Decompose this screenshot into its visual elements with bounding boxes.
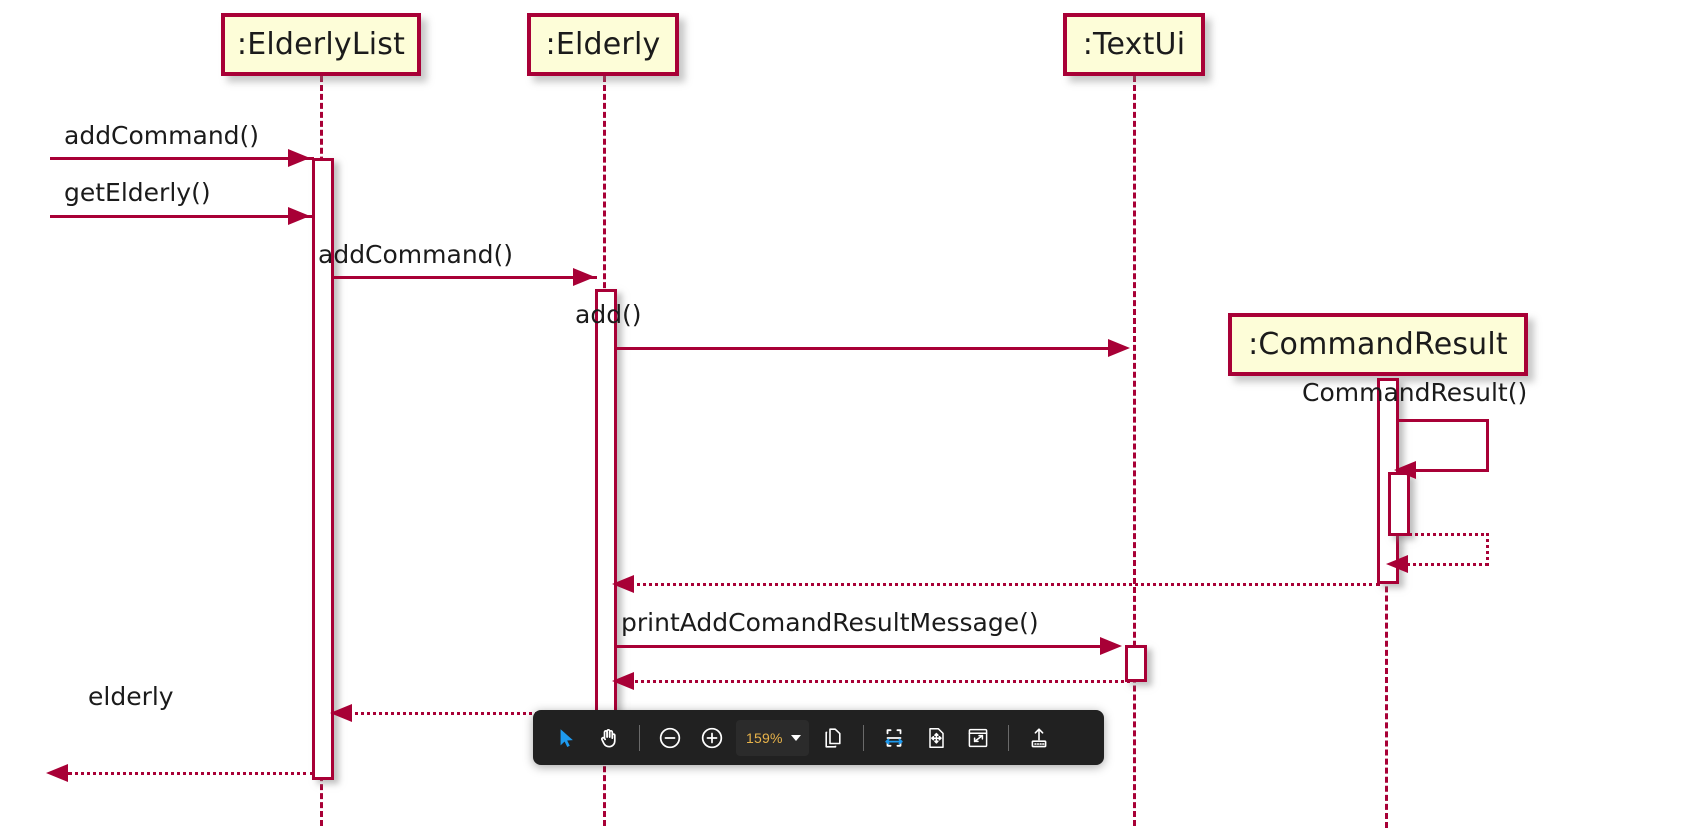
- message-arrowhead-m7: [612, 575, 634, 593]
- toolbar-divider-3: [1007, 724, 1009, 751]
- toolbar-divider-1: [639, 724, 640, 751]
- participant-elderlylist[interactable]: :ElderlyList: [221, 13, 421, 76]
- message-line-m5-bottom: [1404, 469, 1489, 472]
- message-arrowhead-m5: [1394, 461, 1416, 479]
- activation-elderlylist: [312, 158, 334, 780]
- message-label-m8: printAddComandResultMessage(): [621, 608, 1039, 637]
- message-label-m1: addCommand(): [64, 121, 260, 150]
- fullscreen-icon[interactable]: [958, 718, 998, 758]
- participant-textui[interactable]: :TextUi: [1063, 13, 1205, 76]
- message-arrowhead-m9: [612, 672, 634, 690]
- chevron-down-icon: [790, 734, 801, 741]
- lifeline-textui: [1133, 76, 1136, 826]
- message-line-m6-right: [1486, 533, 1489, 566]
- participant-label: :TextUi: [1082, 27, 1186, 62]
- plus-circle-icon[interactable]: [692, 718, 732, 758]
- activation-elderly: [595, 289, 617, 714]
- message-line-m8: [616, 645, 1116, 648]
- message-line-m7: [630, 583, 1380, 586]
- participant-label: :CommandResult: [1248, 327, 1508, 362]
- zoom-level-value: 159%: [746, 729, 783, 746]
- zoom-level-select[interactable]: 159%: [736, 719, 809, 756]
- message-line-m1: [50, 157, 314, 160]
- message-label-m3: addCommand(): [318, 240, 514, 269]
- message-arrowhead-m10: [330, 704, 352, 722]
- export-upload-icon[interactable]: [1019, 718, 1059, 758]
- fit-page-icon[interactable]: [916, 718, 956, 758]
- cursor-icon[interactable]: [547, 718, 587, 758]
- participant-label: :ElderlyList: [236, 27, 406, 62]
- message-arrowhead-m2: [288, 207, 310, 225]
- minus-circle-icon[interactable]: [650, 718, 690, 758]
- copy-pages-icon[interactable]: [813, 718, 853, 758]
- message-line-m6-top: [1404, 533, 1489, 536]
- message-label-m2: getElderly(): [64, 178, 211, 207]
- fit-width-icon[interactable]: [874, 718, 914, 758]
- message-arrowhead-m11: [46, 764, 68, 782]
- message-line-m5-right: [1486, 419, 1489, 472]
- message-label-m5: CommandResult(): [1302, 378, 1528, 407]
- toolbar-divider-2: [862, 724, 864, 751]
- message-arrowhead-m6: [1386, 555, 1408, 573]
- message-label-m11: elderly: [88, 682, 174, 711]
- message-line-m4: [616, 347, 1124, 350]
- message-arrowhead-m8: [1100, 637, 1122, 655]
- message-line-m11: [68, 772, 314, 775]
- message-line-m5-top: [1396, 419, 1488, 422]
- activation-commandresult-nested: [1388, 472, 1410, 536]
- message-arrowhead-m1: [288, 149, 310, 167]
- lifeline-commandresult: [1385, 378, 1388, 828]
- message-line-m9: [630, 680, 1130, 683]
- message-label-m4: add(): [575, 300, 642, 329]
- participant-elderly[interactable]: :Elderly: [527, 13, 679, 76]
- message-line-m2: [50, 215, 314, 218]
- participant-commandresult[interactable]: :CommandResult: [1228, 313, 1528, 376]
- message-arrowhead-m4: [1108, 339, 1130, 357]
- message-line-m6-bottom: [1396, 563, 1488, 566]
- message-arrowhead-m3: [573, 268, 595, 286]
- message-line-m3: [333, 276, 597, 279]
- hand-icon[interactable]: [589, 718, 629, 758]
- message-line-m10: [348, 712, 598, 715]
- participant-label: :Elderly: [545, 27, 661, 62]
- activation-textui: [1125, 645, 1147, 682]
- viewer-toolbar: 159%: [533, 710, 1104, 765]
